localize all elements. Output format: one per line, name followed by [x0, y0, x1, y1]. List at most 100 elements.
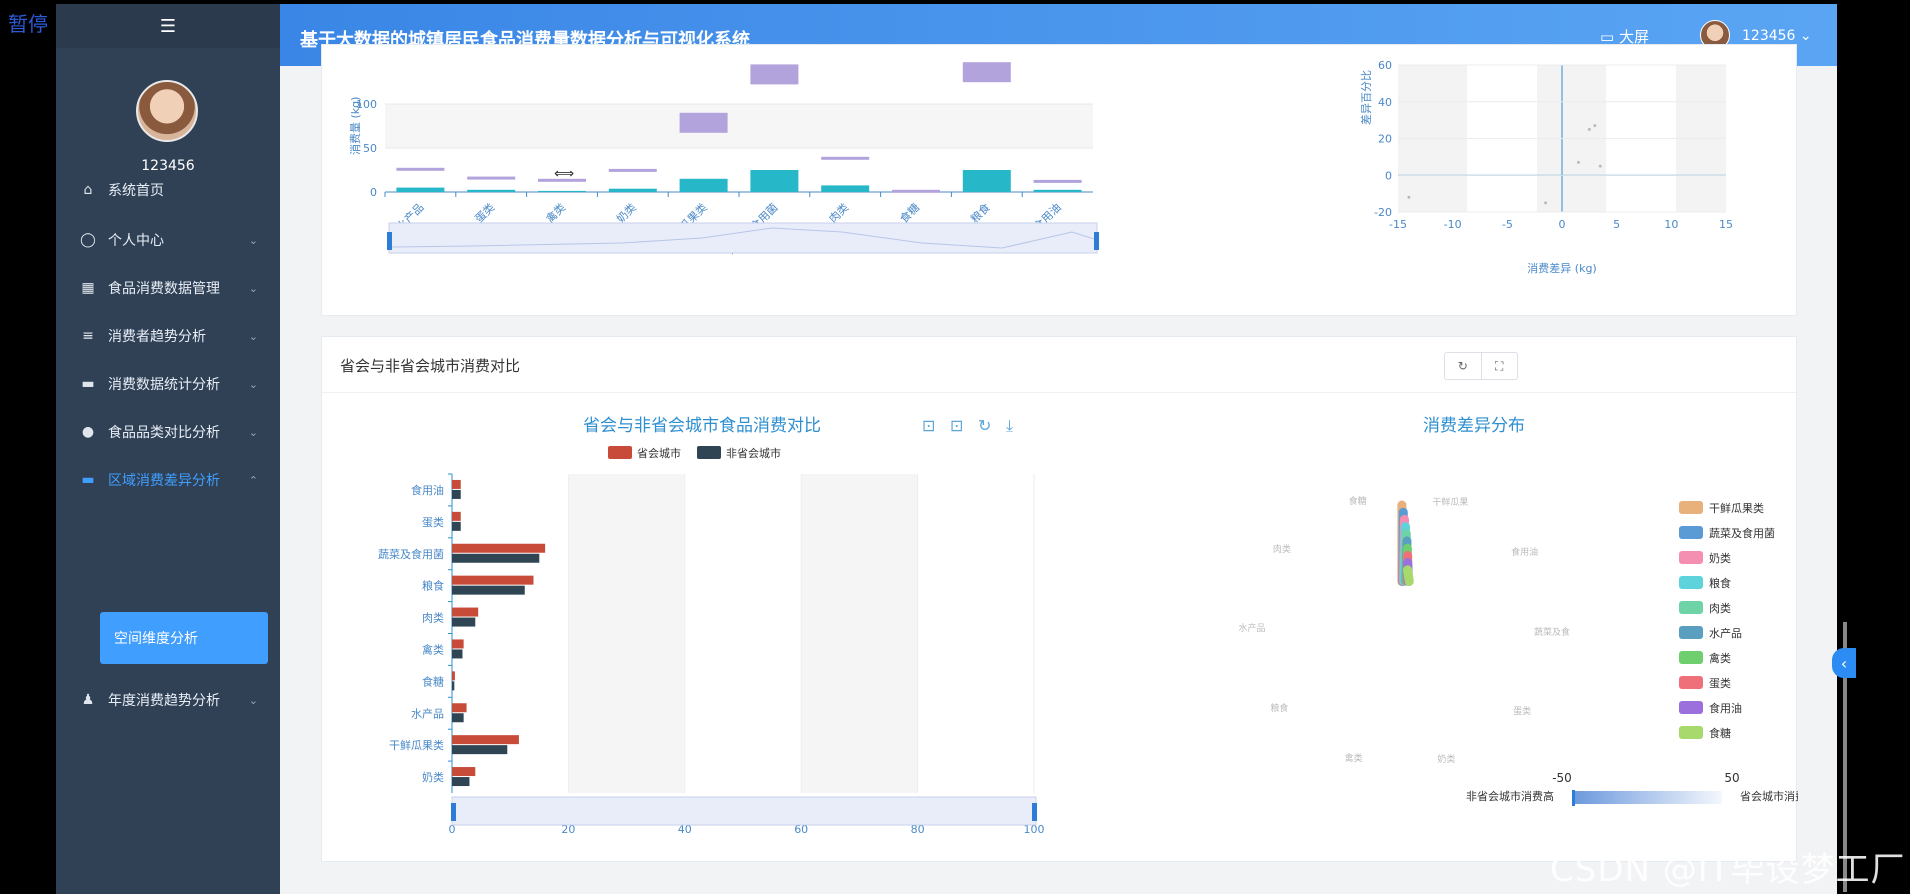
x-tick-label: 肉类	[826, 200, 851, 225]
angle-axis-label: 食用油	[1511, 546, 1538, 558]
scatter-point	[1593, 124, 1597, 128]
chart-toolbox: ⊡ ⊡ ↻ ⤓	[922, 416, 1013, 435]
restore-icon[interactable]: ↻	[978, 416, 991, 435]
pause-indicator: 暂停	[8, 12, 48, 36]
visual-map-handle[interactable]	[1572, 790, 1575, 806]
bulb-icon: ●	[81, 424, 95, 440]
sidebar-item-personal[interactable]: ◯个人中心⌄	[56, 218, 280, 262]
legend-swatch	[1679, 701, 1703, 714]
chevron-left-icon: ‹	[1840, 653, 1848, 673]
bar-series-2	[821, 156, 870, 160]
x-tick-label: 15	[1719, 218, 1733, 231]
menu-fold-icon: ☰	[159, 15, 177, 37]
sidebar-username: 123456	[141, 158, 195, 174]
zoom-select-icon[interactable]: ⊡	[922, 416, 935, 435]
x-tick-label: 食糖	[897, 200, 922, 225]
y-tick-label: 蛋类	[422, 515, 444, 529]
legend-label: 禽类	[1709, 651, 1731, 665]
scatter-point	[1587, 127, 1591, 131]
bar-series-1	[467, 189, 516, 192]
bar-series-1	[608, 188, 657, 192]
grid-band	[801, 474, 918, 793]
refresh-button[interactable]: ↻	[1445, 353, 1482, 379]
sidebar: ☰ 123456 ⌂系统首页 ◯个人中心⌄ ▦食品消费数据管理⌄ ≡消费者趋势分…	[56, 4, 280, 894]
data-zoom-slider[interactable]	[387, 222, 1099, 254]
scatter-point	[1544, 201, 1548, 205]
legend-label: 蛋类	[1709, 676, 1731, 690]
x-tick-label: 奶类	[613, 200, 638, 225]
bar-non-capital	[452, 553, 540, 563]
monitor-icon: ▬	[81, 472, 95, 488]
visual-map-bar	[1572, 791, 1722, 804]
sidebar-item-category-compare[interactable]: ● 食品品类对比分析 ⌄	[56, 410, 280, 454]
zoom-handle-right[interactable]	[1094, 232, 1099, 250]
sidebar-toggle-button[interactable]: ☰	[56, 4, 280, 48]
home-icon: ⌂	[83, 182, 93, 198]
bar-non-capital	[452, 649, 463, 659]
scatter-point	[1576, 160, 1580, 164]
chevron-down-icon: ⌄	[248, 281, 258, 295]
sidebar-item-label: 区域消费差异分析	[108, 473, 220, 489]
y-tick-label: 0	[1385, 169, 1392, 182]
y-tick-label: 0	[370, 186, 377, 199]
flag-icon: ▬	[81, 376, 95, 392]
sidebar-item-label: 个人中心	[108, 233, 164, 249]
scatter-point	[1598, 164, 1602, 168]
x-tick-label: 100	[1024, 823, 1045, 836]
user-dropdown[interactable]: 123456 ⌄	[1742, 28, 1812, 44]
chevron-down-icon: ⌄	[248, 425, 258, 439]
big-screen-button[interactable]: ▭ 大屏	[1600, 26, 1649, 47]
zoom-handle-left[interactable]	[387, 232, 392, 250]
sidebar-item-home[interactable]: ⌂系统首页	[56, 168, 280, 212]
sidebar-item-regional-diff[interactable]: ▬区域消费差异分析⌃	[56, 458, 280, 502]
angle-axis-label: 蔬菜及食	[1534, 626, 1570, 638]
bar-series-2	[467, 176, 516, 180]
sidebar-subitem-spatial[interactable]: 空间维度分析	[100, 612, 268, 664]
bar-capital	[452, 639, 464, 649]
sidebar-item-label: 食品品类对比分析	[108, 425, 220, 441]
bar-series-2	[1033, 179, 1082, 183]
sidebar-item-annual-trend[interactable]: ♟年度消费趋势分析⌄	[56, 678, 280, 722]
legend-label: 食糖	[1709, 726, 1731, 740]
visual-map: -50 50 非省会城市消费高 省会城市消费高	[1466, 771, 1798, 806]
bar-series-2	[750, 64, 799, 85]
zoom-handle-left[interactable]	[451, 803, 456, 821]
bar-capital	[452, 671, 455, 681]
bar-non-capital	[452, 617, 476, 627]
bar-series-2	[608, 168, 657, 172]
bar-capital	[452, 479, 461, 489]
chevron-down-icon: ⌄	[248, 233, 258, 247]
sidebar-item-label: 消费数据统计分析	[108, 377, 220, 393]
sidebar-item-label: 年度消费趋势分析	[108, 693, 220, 709]
zoom-track	[388, 222, 1098, 254]
x-tick-label: 80	[911, 823, 925, 836]
sidebar-item-statistics[interactable]: ▬消费数据统计分析⌄	[56, 362, 280, 406]
bar-non-capital	[452, 777, 470, 787]
data-zoom-slider[interactable]	[451, 796, 1037, 826]
bar-series-2	[892, 189, 940, 193]
sidebar-item-consumer-trend[interactable]: ≡消费者趋势分析⌄	[56, 314, 280, 358]
legend-label: 奶类	[1709, 551, 1731, 565]
bar-non-capital	[452, 681, 455, 691]
scatter-point	[1407, 195, 1411, 199]
angle-axis-label: 水产品	[1239, 622, 1266, 634]
fullscreen-button[interactable]: ⛶	[1482, 353, 1518, 379]
bar-capital	[452, 607, 479, 617]
y-tick-label: 粮食	[422, 579, 444, 593]
zoom-reset-icon[interactable]: ⊡	[950, 416, 963, 435]
legend-label: 粮食	[1709, 576, 1731, 590]
x-tick-label: 0	[1559, 218, 1566, 231]
page-scrollbar[interactable]	[1843, 622, 1847, 892]
zoom-preview-line	[391, 227, 1095, 249]
legend-label: 蔬菜及食用菌	[1709, 526, 1775, 540]
bar-non-capital	[452, 745, 508, 755]
zoom-handle-right[interactable]	[1032, 803, 1037, 821]
drawer-toggle-button[interactable]: ‹	[1832, 648, 1856, 678]
sidebar-item-data-management[interactable]: ▦食品消费数据管理⌄	[56, 266, 280, 310]
download-icon[interactable]: ⤓	[1006, 416, 1013, 435]
card-tools: ↻ ⛶	[1444, 352, 1518, 380]
bar-capital	[452, 735, 519, 745]
x-tick-label: 蛋类	[472, 200, 497, 225]
